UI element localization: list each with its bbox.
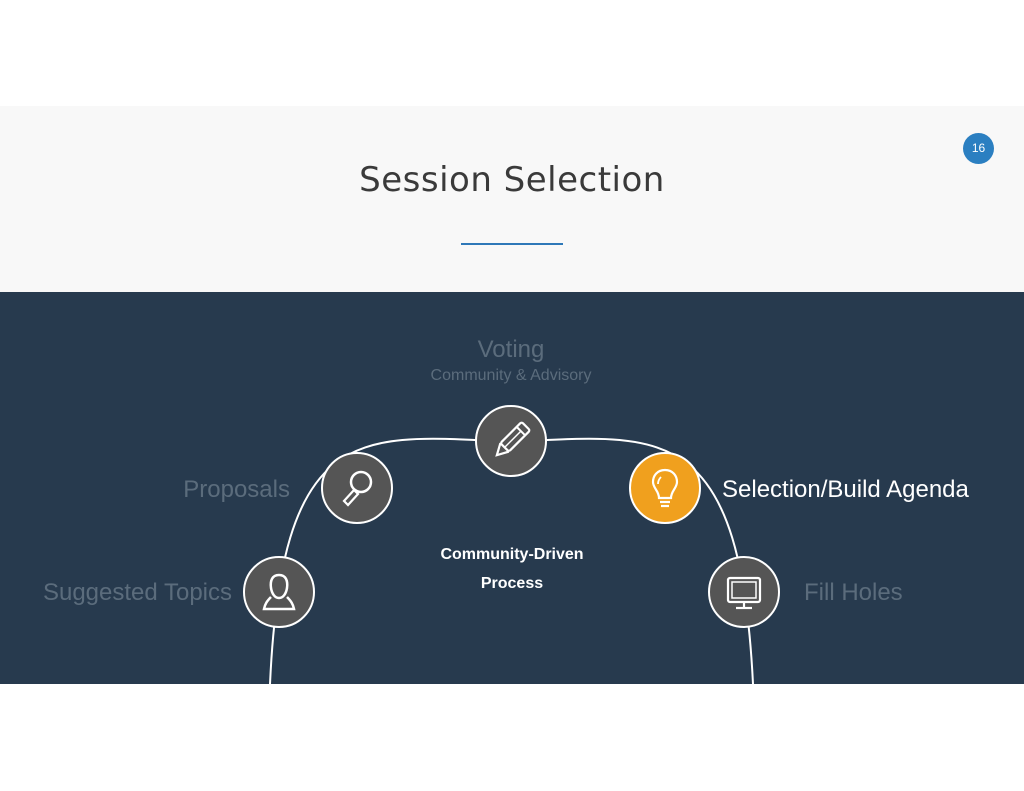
stage-label-suggested-topics: Suggested Topics (42, 579, 232, 606)
voting-node (475, 405, 547, 477)
stage-label-voting: Voting (477, 336, 545, 363)
center-caption-line1: Community-Driven (440, 546, 584, 563)
magnifier-icon (342, 470, 373, 507)
selection-node (629, 452, 701, 524)
diagram-panel: Suggested Topics Proposals Voting Commun… (0, 292, 1024, 684)
stage-label-fill-holes: Fill Holes (804, 579, 903, 606)
suggested-topics-node (243, 556, 315, 628)
lightbulb-icon (651, 468, 679, 508)
slide-title: Session Selection (359, 160, 665, 200)
center-caption: Community-Driven Process (402, 540, 622, 598)
page-number-badge: 16 (963, 133, 994, 164)
stage-label-proposals: Proposals (183, 476, 290, 503)
monitor-icon (726, 576, 762, 610)
person-icon (262, 573, 296, 611)
fill-holes-node (708, 556, 780, 628)
stage-label-selection: Selection/Build Agenda (722, 476, 969, 503)
stage-sublabel-voting: Community & Advisory (430, 367, 592, 384)
proposals-node (321, 452, 393, 524)
center-caption-line2: Process (480, 575, 544, 592)
pencil-icon (495, 421, 531, 457)
header-band (0, 106, 1024, 292)
title-underline (461, 243, 563, 245)
